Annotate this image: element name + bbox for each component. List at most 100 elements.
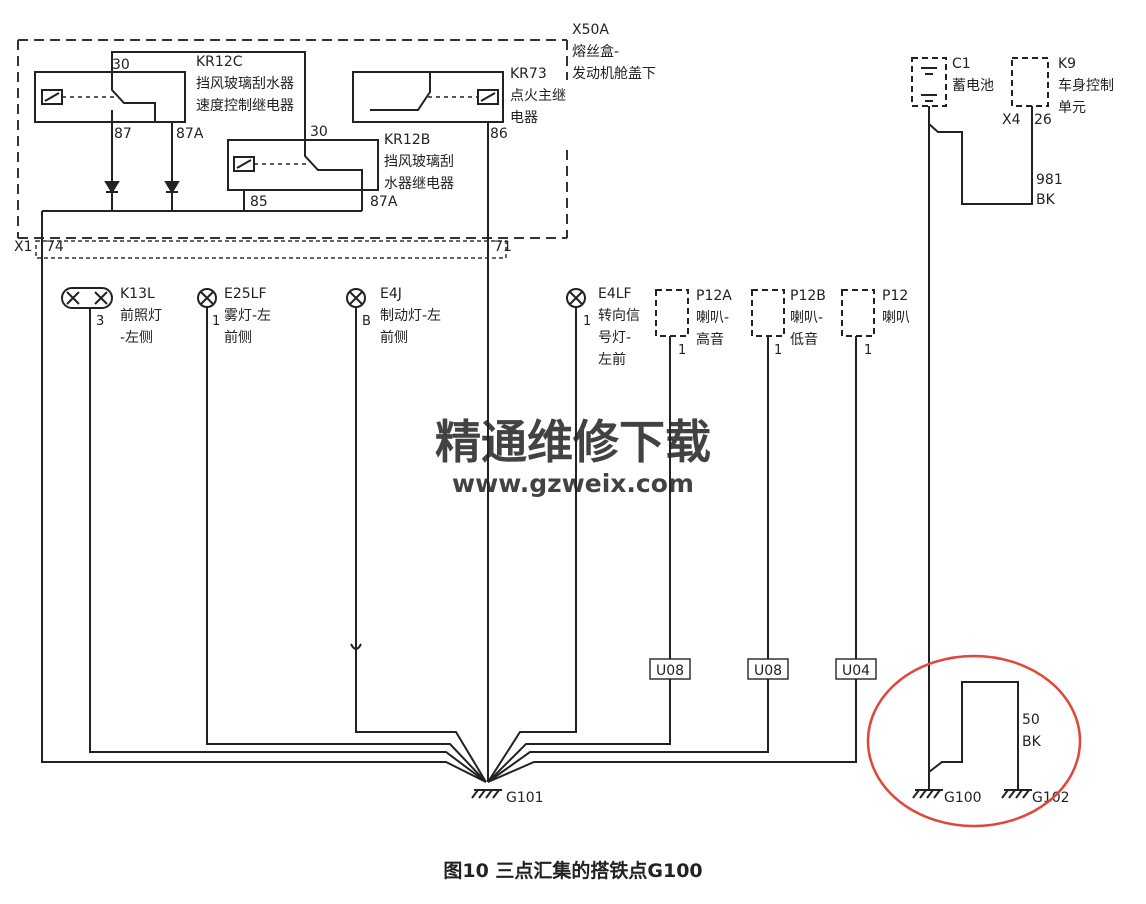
horn-p12a-box — [655, 289, 689, 337]
watermark: 精通维修下载 www.gzweix.com — [435, 415, 711, 498]
brake-lamp-connector-mark — [350, 643, 362, 650]
fuse-box-wiring — [42, 51, 489, 258]
figure-caption: 图10 三点汇集的搭铁点G100 — [443, 859, 702, 882]
wire-e25lf — [206, 307, 487, 783]
wire-e4lf — [487, 307, 577, 783]
kr73-line2: 电器 — [510, 110, 538, 126]
relay-kr73-coil-mark — [480, 92, 496, 102]
splice-u08a: U08 — [656, 663, 684, 679]
wire-50-circuit: 50 — [1022, 712, 1040, 728]
ground-g101-label: G101 — [506, 790, 544, 806]
brakelamp-e4j-cross — [349, 291, 363, 305]
foglamp-e25lf-cross — [200, 291, 214, 305]
c1-code: C1 — [952, 56, 971, 72]
relay-kr12b-coil-mark — [236, 159, 252, 169]
diodes — [104, 181, 180, 194]
e4j-code: E4J — [380, 286, 402, 302]
e25lf-pin: 1 — [212, 314, 220, 329]
relay-kr12c-body — [34, 71, 186, 123]
kr73-pin-86: 86 — [490, 126, 508, 142]
kr12b-pin-30: 30 — [310, 124, 328, 140]
k9-code: K9 — [1058, 56, 1076, 72]
k9-conn: X4 — [1002, 112, 1021, 128]
ground-g100-hatch — [912, 789, 941, 799]
kr12c-pin-87: 87 — [114, 126, 132, 142]
diode-87 — [104, 181, 120, 194]
kr12c-code: KR12C — [196, 54, 243, 70]
e4lf-line1: 转向信 — [598, 308, 640, 324]
k13l-code: K13L — [120, 286, 155, 302]
e4j-pin: B — [362, 314, 371, 329]
kr12c-pin-87a: 87A — [176, 126, 204, 142]
kr12b-pin-87a: 87A — [370, 194, 398, 210]
wire-e4j — [355, 307, 487, 783]
c1-line1: 蓄电池 — [952, 78, 994, 94]
splices — [649, 658, 877, 680]
ground-wires-g101 — [41, 211, 857, 783]
relay-kr73-switch — [370, 72, 431, 111]
k13l-pin: 3 — [96, 314, 104, 329]
headlamp-k13l — [61, 287, 113, 309]
foglamp-e25lf — [197, 288, 217, 308]
e4lf-pin: 1 — [583, 314, 591, 329]
kr12b-line2: 水器继电器 — [384, 176, 454, 192]
relay-kr12b — [227, 139, 379, 191]
e4lf-code: E4LF — [598, 286, 632, 302]
e25lf-line2: 前侧 — [224, 329, 252, 346]
ground-symbol-g101 — [471, 789, 502, 799]
p12b-code: P12B — [790, 288, 826, 304]
e25lf-code: E25LF — [224, 286, 267, 302]
wire-kr12c-30-to-kr12b-30 — [111, 51, 306, 140]
kr12c-line2: 速度控制继电器 — [196, 98, 294, 114]
wire-50-color: BK — [1022, 734, 1042, 750]
turnlamp-e4lf — [566, 288, 586, 308]
splice-u04: U04 — [842, 663, 870, 679]
wire-p12a — [487, 336, 671, 783]
p12a-pin: 1 — [678, 343, 686, 358]
p12-code: P12 — [882, 288, 908, 304]
relay-kr73-body — [352, 71, 504, 123]
diode-87a — [164, 181, 180, 194]
k9-line1: 车身控制 — [1058, 77, 1114, 94]
p12a-code: P12A — [696, 288, 732, 304]
kr12b-pin-85: 85 — [250, 194, 268, 210]
horns — [655, 289, 875, 337]
k13l-line1: 前照灯 — [120, 307, 162, 324]
kr73-code: KR73 — [510, 66, 547, 82]
wire-50 — [928, 681, 1019, 790]
turnlamp-e4lf-cross — [569, 291, 583, 305]
headlamp-k13l-cross-b — [94, 291, 108, 305]
fuse-box-name-1: 熔丝盒- — [572, 43, 619, 60]
kr73-line1: 点火主继 — [510, 88, 566, 104]
e4lf-line3: 左前 — [598, 351, 626, 368]
k9-line2: 单元 — [1058, 100, 1086, 116]
connector-x1-pin-74: 74 — [46, 239, 64, 255]
headlamp-k13l-body — [61, 287, 113, 309]
ground-symbols-right — [912, 789, 1032, 799]
kr12b-code: KR12B — [384, 132, 430, 148]
relay-kr12b-switch — [304, 140, 363, 190]
kr12b-line1: 挡风玻璃刮 — [384, 153, 454, 170]
e4lf-line2: 号灯- — [598, 330, 631, 346]
relay-kr12c-switch — [111, 72, 156, 122]
splice-u08b: U08 — [754, 663, 782, 679]
relay-kr12b-body — [227, 139, 379, 191]
headlamp-k13l-cross-a — [66, 291, 80, 305]
right-wiring — [928, 106, 1033, 790]
fuse-box-code: X50A — [572, 22, 609, 38]
wire-x1-74 — [41, 211, 487, 783]
wire-k13l — [89, 308, 487, 783]
p12b-line1: 喇叭- — [790, 310, 823, 326]
battery-c1-box — [911, 57, 947, 107]
battery-c1 — [911, 57, 947, 107]
connector-x1 — [35, 240, 507, 259]
battery-c1-cells — [921, 67, 937, 102]
ground-g101-hatch — [471, 789, 500, 799]
e25lf-line1: 雾灯-左 — [224, 308, 271, 324]
k9-pin: 26 — [1034, 112, 1052, 128]
wire-981 — [928, 106, 1033, 205]
connector-x1-code: X1 — [14, 239, 33, 255]
connector-x1-pin-71: 71 — [494, 239, 512, 255]
horn-p12-box — [841, 289, 875, 337]
